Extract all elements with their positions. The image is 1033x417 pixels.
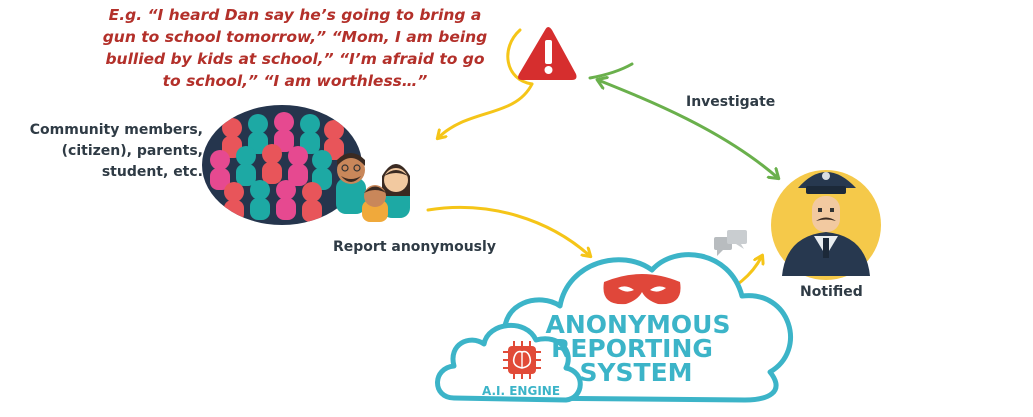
system-title-line3: SYSTEM: [579, 358, 692, 387]
police-officer-illustration: [771, 170, 881, 280]
investigate-label: Investigate: [686, 94, 776, 110]
mask-icon: [603, 274, 681, 305]
chat-bubble-icon: [714, 230, 747, 256]
arrow-investigate-curve: [588, 62, 634, 80]
community-crowd-illustration: [202, 105, 410, 225]
report-anonymously-label: Report anonymously: [333, 239, 496, 255]
system-title-line2: REPORTING: [551, 334, 713, 363]
arrow-community-to-system: [426, 206, 590, 256]
community-members-label: Community members, (citizen), parents, s…: [29, 122, 203, 180]
example-report-quote: E.g. “I heard Dan say he’s going to brin…: [102, 6, 488, 90]
arrow-investigate-path: [598, 80, 778, 178]
father-figure: [336, 153, 366, 214]
ai-chip-icon: [503, 341, 541, 379]
mother-figure: [382, 164, 410, 218]
warning-icon: [518, 27, 577, 80]
arrow-warning-loop: [506, 28, 534, 86]
child-figure: [362, 185, 388, 222]
notified-label: Notified: [800, 284, 863, 300]
system-title-line1: ANONYMOUS: [546, 310, 731, 339]
arrow-warning-to-community: [438, 82, 534, 138]
ai-engine-label: A.I. ENGINE: [482, 384, 560, 398]
